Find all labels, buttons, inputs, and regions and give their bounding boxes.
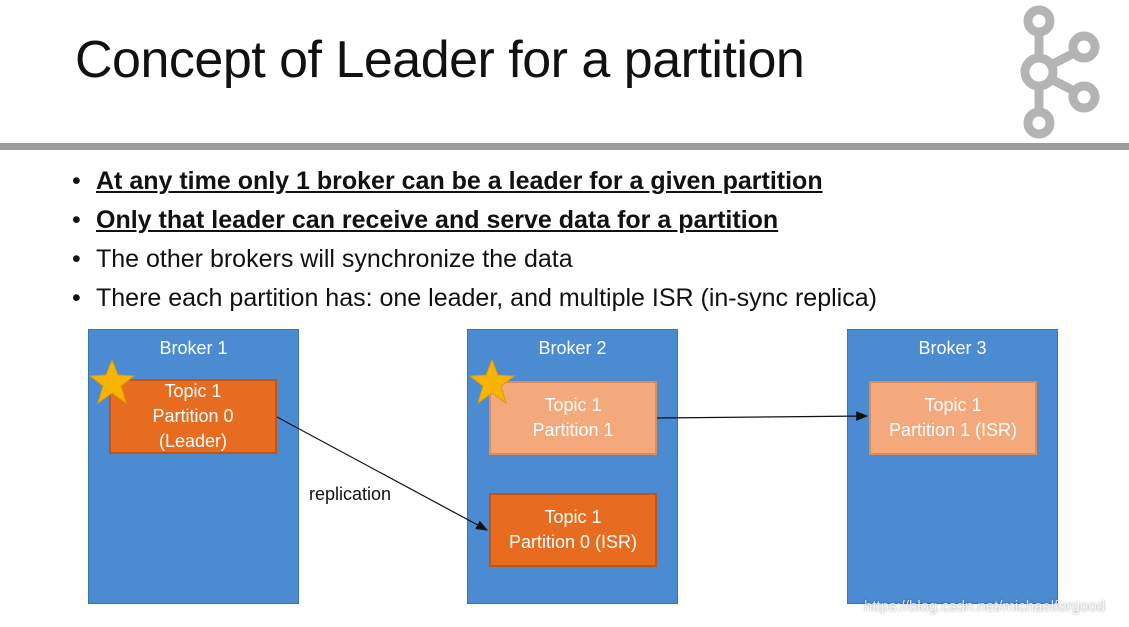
replication-arrow <box>276 416 489 531</box>
partition-name: Partition 0 <box>152 406 234 426</box>
partition-name: Partition 0 (ISR) <box>508 532 638 552</box>
partition-box: Topic 1 Partition 1 (ISR) <box>869 381 1037 455</box>
bullet-item: • Only that leader can receive and serve … <box>72 204 877 243</box>
partition-name: Partition 1 (ISR) <box>888 420 1018 440</box>
watermark: https://blog.csdn.net/michaelforgood <box>864 598 1105 615</box>
bullet-list: • At any time only 1 broker can be a lead… <box>72 165 877 321</box>
bullet-item: • The other brokers will synchronize the … <box>72 243 877 282</box>
bullet-glyph: • <box>72 167 81 195</box>
partition-topic: Topic 1 <box>544 395 602 415</box>
partition-topic: Topic 1 <box>924 395 982 415</box>
partition-box: Topic 1 Partition 1 <box>489 381 657 455</box>
star-icon <box>89 359 135 405</box>
partition-topic: Topic 1 <box>164 381 222 401</box>
kafka-logo-icon <box>1020 5 1100 139</box>
bullet-text: Only that leader can receive and serve d… <box>96 206 779 234</box>
bullet-glyph: • <box>72 284 81 312</box>
slide-title: Concept of Leader for a partition <box>75 31 805 89</box>
broker-label: Broker 2 <box>538 338 607 358</box>
partition-name: Partition 1 <box>532 420 614 440</box>
partition-box: Topic 1 Partition 0 (Leader) <box>109 379 277 454</box>
bullet-item: • At any time only 1 broker can be a lead… <box>72 165 877 204</box>
bullet-glyph: • <box>72 206 81 234</box>
broker-label: Broker 3 <box>918 338 987 358</box>
bullet-item: • There each partition has: one leader, a… <box>72 282 877 321</box>
broker-label: Broker 1 <box>159 338 228 358</box>
star-icon <box>469 359 515 405</box>
replication-arrow <box>656 411 869 421</box>
partition-topic: Topic 1 <box>544 507 602 527</box>
replication-label: replication <box>309 484 392 504</box>
bullet-text: There each partition has: one leader, an… <box>96 284 877 312</box>
bullet-glyph: • <box>72 245 81 273</box>
title-divider <box>0 143 1129 150</box>
bullet-text: At any time only 1 broker can be a leade… <box>96 167 823 195</box>
broker-box: Broker 3 <box>847 329 1058 604</box>
partition-role: (Leader) <box>158 431 228 451</box>
partition-box: Topic 1 Partition 0 (ISR) <box>489 493 657 567</box>
bullet-text: The other brokers will synchronize the d… <box>96 245 573 273</box>
